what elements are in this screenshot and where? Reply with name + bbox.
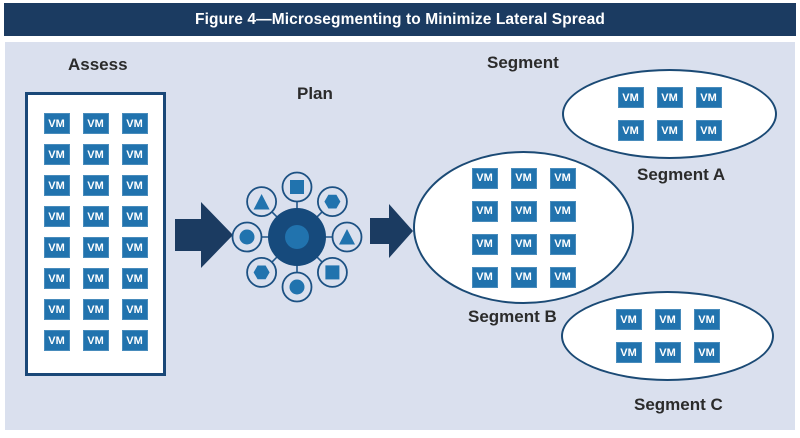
- vm-tile: VM: [43, 144, 70, 165]
- vm-tile: VM: [121, 206, 148, 227]
- vm-tile: VM: [121, 299, 148, 320]
- vm-tile: VM: [510, 167, 537, 189]
- vm-tile: VM: [82, 268, 109, 289]
- vm-tile: VM: [471, 233, 498, 255]
- vm-tile: VM: [654, 309, 681, 330]
- vm-tile: VM: [549, 200, 576, 222]
- vm-tile: VM: [43, 268, 70, 289]
- vm-tile: VM: [549, 266, 576, 288]
- vm-tile: VM: [121, 268, 148, 289]
- hexagon-icon: [324, 194, 341, 209]
- vm-tile: VM: [510, 266, 537, 288]
- arrow-plan-to-segment: [370, 204, 413, 258]
- circle-icon: [289, 279, 305, 295]
- vm-tile: VM: [510, 233, 537, 255]
- vm-tile: VM: [43, 175, 70, 196]
- square-icon: [290, 180, 304, 194]
- vm-tile: VM: [510, 200, 537, 222]
- vm-tile: VM: [82, 206, 109, 227]
- vm-tile: VM: [121, 175, 148, 196]
- segment-c-ellipse: VM VM VM VM VM VM: [561, 291, 774, 381]
- vm-tile: VM: [82, 144, 109, 165]
- vm-tile: VM: [654, 342, 681, 363]
- triangle-icon: [253, 194, 270, 210]
- segment-c-label: Segment C: [634, 395, 723, 414]
- vm-tile: VM: [549, 167, 576, 189]
- arrow-assess-to-plan: [175, 202, 233, 268]
- vm-tile: VM: [471, 200, 498, 222]
- segment-c-vm-grid: VM VM VM VM VM VM: [615, 309, 720, 363]
- vm-tile: VM: [471, 167, 498, 189]
- figure-title: Figure 4—Microsegmenting to Minimize Lat…: [195, 10, 605, 28]
- triangle-icon: [339, 229, 355, 245]
- hub-inner-circle: [285, 225, 309, 249]
- plan-label: Plan: [297, 84, 333, 103]
- vm-tile: VM: [82, 330, 109, 351]
- segment-b-ellipse: VM VM VM VM VM VM VM VM VM VM VM VM: [413, 151, 634, 304]
- vm-tile: VM: [43, 237, 70, 258]
- segment-a-vm-grid: VM VM VM VM VM VM: [617, 87, 722, 141]
- vm-tile: VM: [43, 299, 70, 320]
- vm-tile: VM: [43, 206, 70, 227]
- vm-tile: VM: [43, 330, 70, 351]
- square-icon: [325, 265, 340, 280]
- assess-vm-box: VM VM VM VM VM VM VM VM VM VM VM VM VM VM VM VM VM VM VM VM…: [25, 92, 166, 376]
- vm-tile: VM: [121, 144, 148, 165]
- segment-label: Segment: [487, 53, 559, 72]
- vm-tile: VM: [82, 299, 109, 320]
- assess-label: Assess: [68, 55, 128, 74]
- vm-tile: VM: [82, 237, 109, 258]
- vm-tile: VM: [615, 309, 642, 330]
- vm-tile: VM: [693, 342, 720, 363]
- vm-tile: VM: [82, 175, 109, 196]
- segment-a-ellipse: VM VM VM VM VM VM: [562, 69, 777, 159]
- circle-icon: [239, 229, 255, 245]
- vm-tile: VM: [695, 87, 722, 108]
- segment-b-vm-grid: VM VM VM VM VM VM VM VM VM VM VM VM: [471, 167, 576, 288]
- vm-tile: VM: [617, 120, 644, 141]
- vm-tile: VM: [656, 87, 683, 108]
- hexagon-icon: [253, 265, 270, 280]
- vm-tile: VM: [656, 120, 683, 141]
- vm-tile: VM: [693, 309, 720, 330]
- vm-tile: VM: [695, 120, 722, 141]
- vm-tile: VM: [549, 233, 576, 255]
- vm-tile: VM: [617, 87, 644, 108]
- vm-tile: VM: [121, 113, 148, 134]
- vm-tile: VM: [121, 330, 148, 351]
- vm-tile: VM: [43, 113, 70, 134]
- figure-title-bar: Figure 4—Microsegmenting to Minimize Lat…: [4, 3, 796, 36]
- vm-tile: VM: [121, 237, 148, 258]
- vm-tile: VM: [471, 266, 498, 288]
- plan-hub-diagram: [231, 171, 363, 303]
- segment-a-label: Segment A: [637, 165, 726, 184]
- vm-tile: VM: [615, 342, 642, 363]
- vm-tile: VM: [82, 113, 109, 134]
- segment-b-label: Segment B: [468, 307, 557, 326]
